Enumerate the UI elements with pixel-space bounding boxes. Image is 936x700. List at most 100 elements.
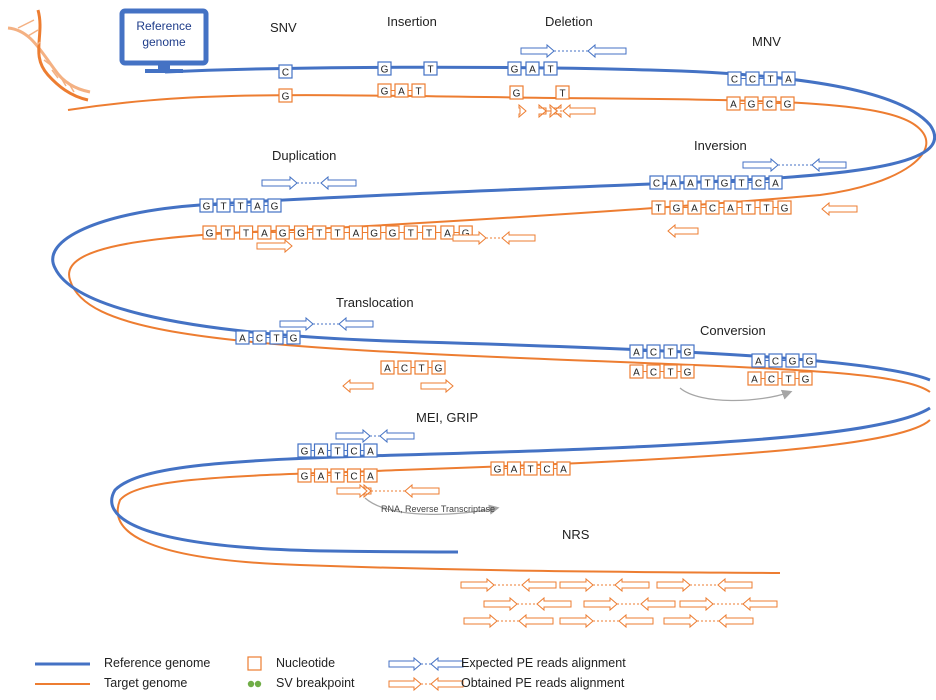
nucleotide-letter: T bbox=[408, 228, 414, 239]
label-conversion: Conversion bbox=[700, 323, 766, 338]
nucleotide-box: C bbox=[727, 71, 742, 86]
read-arrow-right bbox=[518, 103, 527, 119]
nucleotide-box: A bbox=[751, 353, 766, 368]
read-arrow-right bbox=[279, 316, 314, 332]
nucleotide-box: A bbox=[747, 371, 762, 386]
pe-read-pair bbox=[452, 230, 536, 246]
read-arrow-left bbox=[718, 613, 754, 629]
nucleotide-letter: C bbox=[543, 464, 550, 475]
nucleotide-letter: G bbox=[806, 356, 814, 367]
nucleotide-box: T bbox=[327, 468, 345, 483]
nucleotide-box: C bbox=[765, 353, 783, 368]
nucleotide-letter: T bbox=[738, 178, 744, 189]
nucleotide-letter: C bbox=[653, 178, 660, 189]
nucleotide-letter: C bbox=[768, 374, 775, 385]
nucleotide-box: T bbox=[539, 61, 558, 76]
legend-expected-text: Expected PE reads alignment bbox=[461, 656, 626, 670]
nucleotide-box: A bbox=[777, 71, 796, 86]
nucleotide-letter: G bbox=[279, 228, 287, 239]
label-mei-grip: MEI, GRIP bbox=[416, 410, 479, 425]
nucleotide-box: G bbox=[377, 61, 392, 76]
nucleotide-letter: T bbox=[415, 86, 421, 97]
read-arrow-left bbox=[742, 596, 778, 612]
nucleotide-box: T bbox=[411, 360, 429, 375]
nucleotide-box: G bbox=[278, 88, 293, 103]
pe-read-pair bbox=[656, 577, 753, 593]
read-arrow-right bbox=[420, 378, 454, 394]
target-genome-path-lower bbox=[116, 419, 931, 574]
nucleotide-box: A bbox=[765, 175, 783, 190]
nucleotide-letter: G bbox=[206, 228, 214, 239]
nucleotide-box: C bbox=[249, 330, 267, 345]
pe-read-pair bbox=[559, 577, 650, 593]
nucleotide-box: T bbox=[417, 225, 437, 240]
pe-read-single bbox=[256, 238, 293, 254]
legend-breakpoint-dot-2 bbox=[254, 680, 262, 688]
nucleotide-box: G bbox=[380, 225, 400, 240]
nucleotide-box: C bbox=[748, 175, 766, 190]
read-arrow-left bbox=[521, 577, 557, 593]
read-arrow-left bbox=[821, 201, 858, 217]
reference-genome-path bbox=[51, 65, 936, 382]
nucleotide-box: G bbox=[799, 353, 817, 368]
nucleotide-letter: A bbox=[367, 446, 374, 457]
nucleotide-box: C bbox=[344, 468, 362, 483]
nucleotide-box: A bbox=[311, 443, 329, 458]
nucleotide-letter: A bbox=[755, 356, 762, 367]
pe-read-pair bbox=[460, 577, 557, 593]
read-arrow-right bbox=[388, 656, 422, 672]
nucleotide-letter: A bbox=[691, 203, 698, 214]
nucleotide-box: G bbox=[773, 200, 792, 215]
pe-read-single bbox=[549, 103, 558, 119]
nucleotide-box: A bbox=[553, 461, 571, 476]
nucleotide-box: A bbox=[252, 225, 272, 240]
pe-read-pair bbox=[483, 596, 572, 612]
pe-read-single bbox=[342, 378, 374, 394]
read-arrow-right bbox=[483, 596, 518, 612]
label-mnv: MNV bbox=[752, 34, 781, 49]
nucleotide-letter: C bbox=[731, 74, 738, 85]
nucleotide-letter: A bbox=[785, 74, 792, 85]
nucleotide-box: T bbox=[216, 225, 235, 240]
nucleotide-letter: T bbox=[273, 333, 279, 344]
pe-read-single bbox=[821, 201, 858, 217]
nucleotide-letter: C bbox=[350, 446, 357, 457]
nucleotide-letter: T bbox=[745, 203, 751, 214]
nucleotide-box: A bbox=[629, 344, 644, 359]
read-arrow-left bbox=[667, 223, 699, 239]
nucleotide-box: G bbox=[665, 200, 684, 215]
nucleotide-letter: G bbox=[721, 178, 729, 189]
pe-read-pair bbox=[363, 483, 440, 499]
nucleotide-box: G bbox=[677, 364, 695, 379]
nucleotide-letter: C bbox=[772, 356, 779, 367]
nucleotide-box: A bbox=[719, 200, 738, 215]
rna-transcriptase-arrow bbox=[364, 497, 500, 515]
nucleotide-letter: T bbox=[667, 347, 673, 358]
nucleotide-box: G bbox=[289, 225, 309, 240]
snv-ref-sequence: C bbox=[278, 64, 293, 79]
target-genome-path bbox=[67, 94, 931, 393]
nucleotide-box: G bbox=[782, 353, 800, 368]
nucleotide-letter: G bbox=[381, 64, 389, 75]
read-arrow-left bbox=[553, 103, 562, 119]
label-deletion: Deletion bbox=[545, 14, 593, 29]
nucleotide-box: A bbox=[311, 468, 329, 483]
nucleotide-box: T bbox=[230, 198, 248, 213]
nucleotide-box: T bbox=[731, 175, 749, 190]
nucleotide-box: G bbox=[202, 225, 217, 240]
reference-box-line1: Reference bbox=[136, 19, 192, 33]
nucleotide-box: T bbox=[651, 200, 666, 215]
read-arrow-left bbox=[618, 613, 654, 629]
nucleotide-letter: T bbox=[559, 88, 565, 99]
